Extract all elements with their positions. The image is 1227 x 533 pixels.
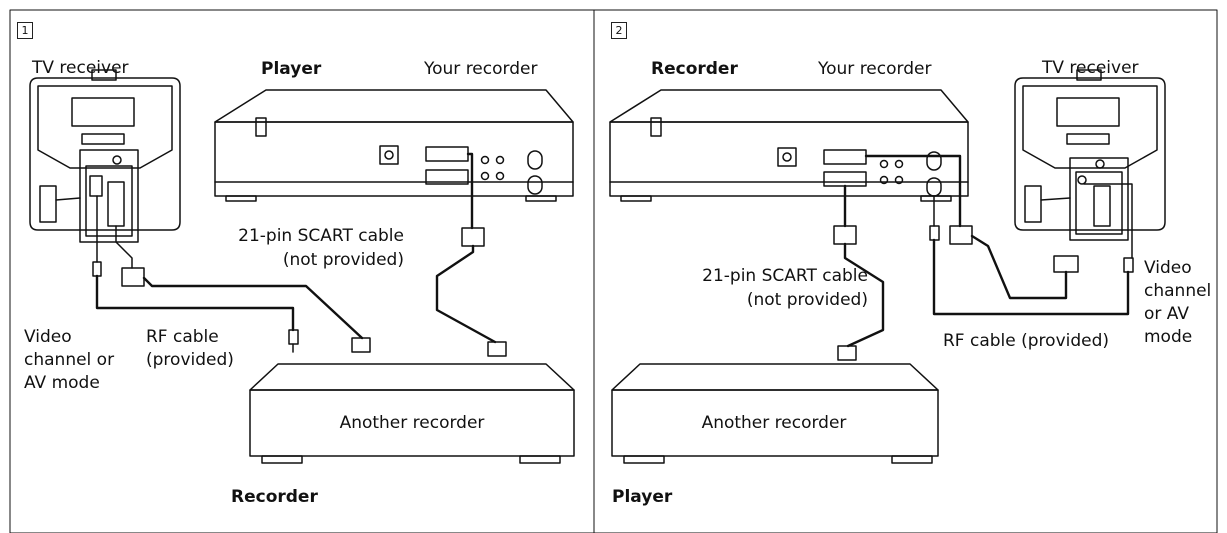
label-your-recorder-2: Your recorder [818, 59, 932, 79]
rf-cable-2 [932, 238, 1130, 316]
another-recorder-box-1 [249, 363, 575, 464]
tv-scart-lead-1 [115, 225, 133, 269]
label-video-channel-1a: Video [24, 327, 72, 347]
label-scart-cable-2a: 21-pin SCART cable [702, 266, 868, 286]
label-player-role-1: Player [261, 59, 322, 79]
label-player-role-2: Player [612, 487, 673, 507]
label-rf-cable-1b: (provided) [146, 350, 234, 370]
label-another-recorder-1: Another recorder [339, 413, 485, 433]
your-recorder-rear-2 [609, 89, 969, 202]
label-another-recorder-2: Another recorder [701, 413, 847, 433]
label-recorder-role-1: Recorder [231, 487, 318, 507]
rf-cable-1 [95, 274, 295, 332]
label-video-channel-1c: AV mode [24, 373, 100, 393]
panel-number-2: 2 [611, 22, 627, 39]
label-video-channel-2b: channel [1144, 281, 1212, 301]
tv-receiver-back-view-1 [29, 69, 181, 243]
scart-cable-recorder-to-recorder-1 [466, 152, 474, 230]
scart-cable-tv-to-recorder-1 [142, 276, 364, 340]
your-recorder-rear-1 [214, 89, 574, 202]
label-rf-cable-2: RF cable (provided) [943, 331, 1110, 351]
label-video-channel-2a: Video [1144, 258, 1192, 278]
label-recorder-role-2: Recorder [651, 59, 738, 79]
label-video-channel-1b: channel or [24, 350, 115, 370]
label-scart-cable-1a: 21-pin SCART cable [238, 226, 404, 246]
label-scart-cable-2b: (not provided) [746, 290, 868, 310]
label-rf-cable-1a: RF cable [146, 327, 219, 347]
label-video-channel-2d: mode [1144, 327, 1193, 347]
label-tv-receiver-2: TV receiver [1042, 58, 1139, 78]
label-tv-receiver-1: TV receiver [32, 58, 129, 78]
panel-number-1: 1 [17, 22, 33, 39]
scart-cable-recorder-to-tv-2 [970, 234, 1068, 300]
label-scart-cable-1b: (not provided) [282, 250, 404, 270]
tv-receiver-back-view-2 [1014, 69, 1166, 241]
label-video-channel-2c: or AV [1144, 304, 1189, 324]
label-your-recorder-1: Your recorder [424, 59, 538, 79]
panel-frame [9, 9, 1218, 533]
